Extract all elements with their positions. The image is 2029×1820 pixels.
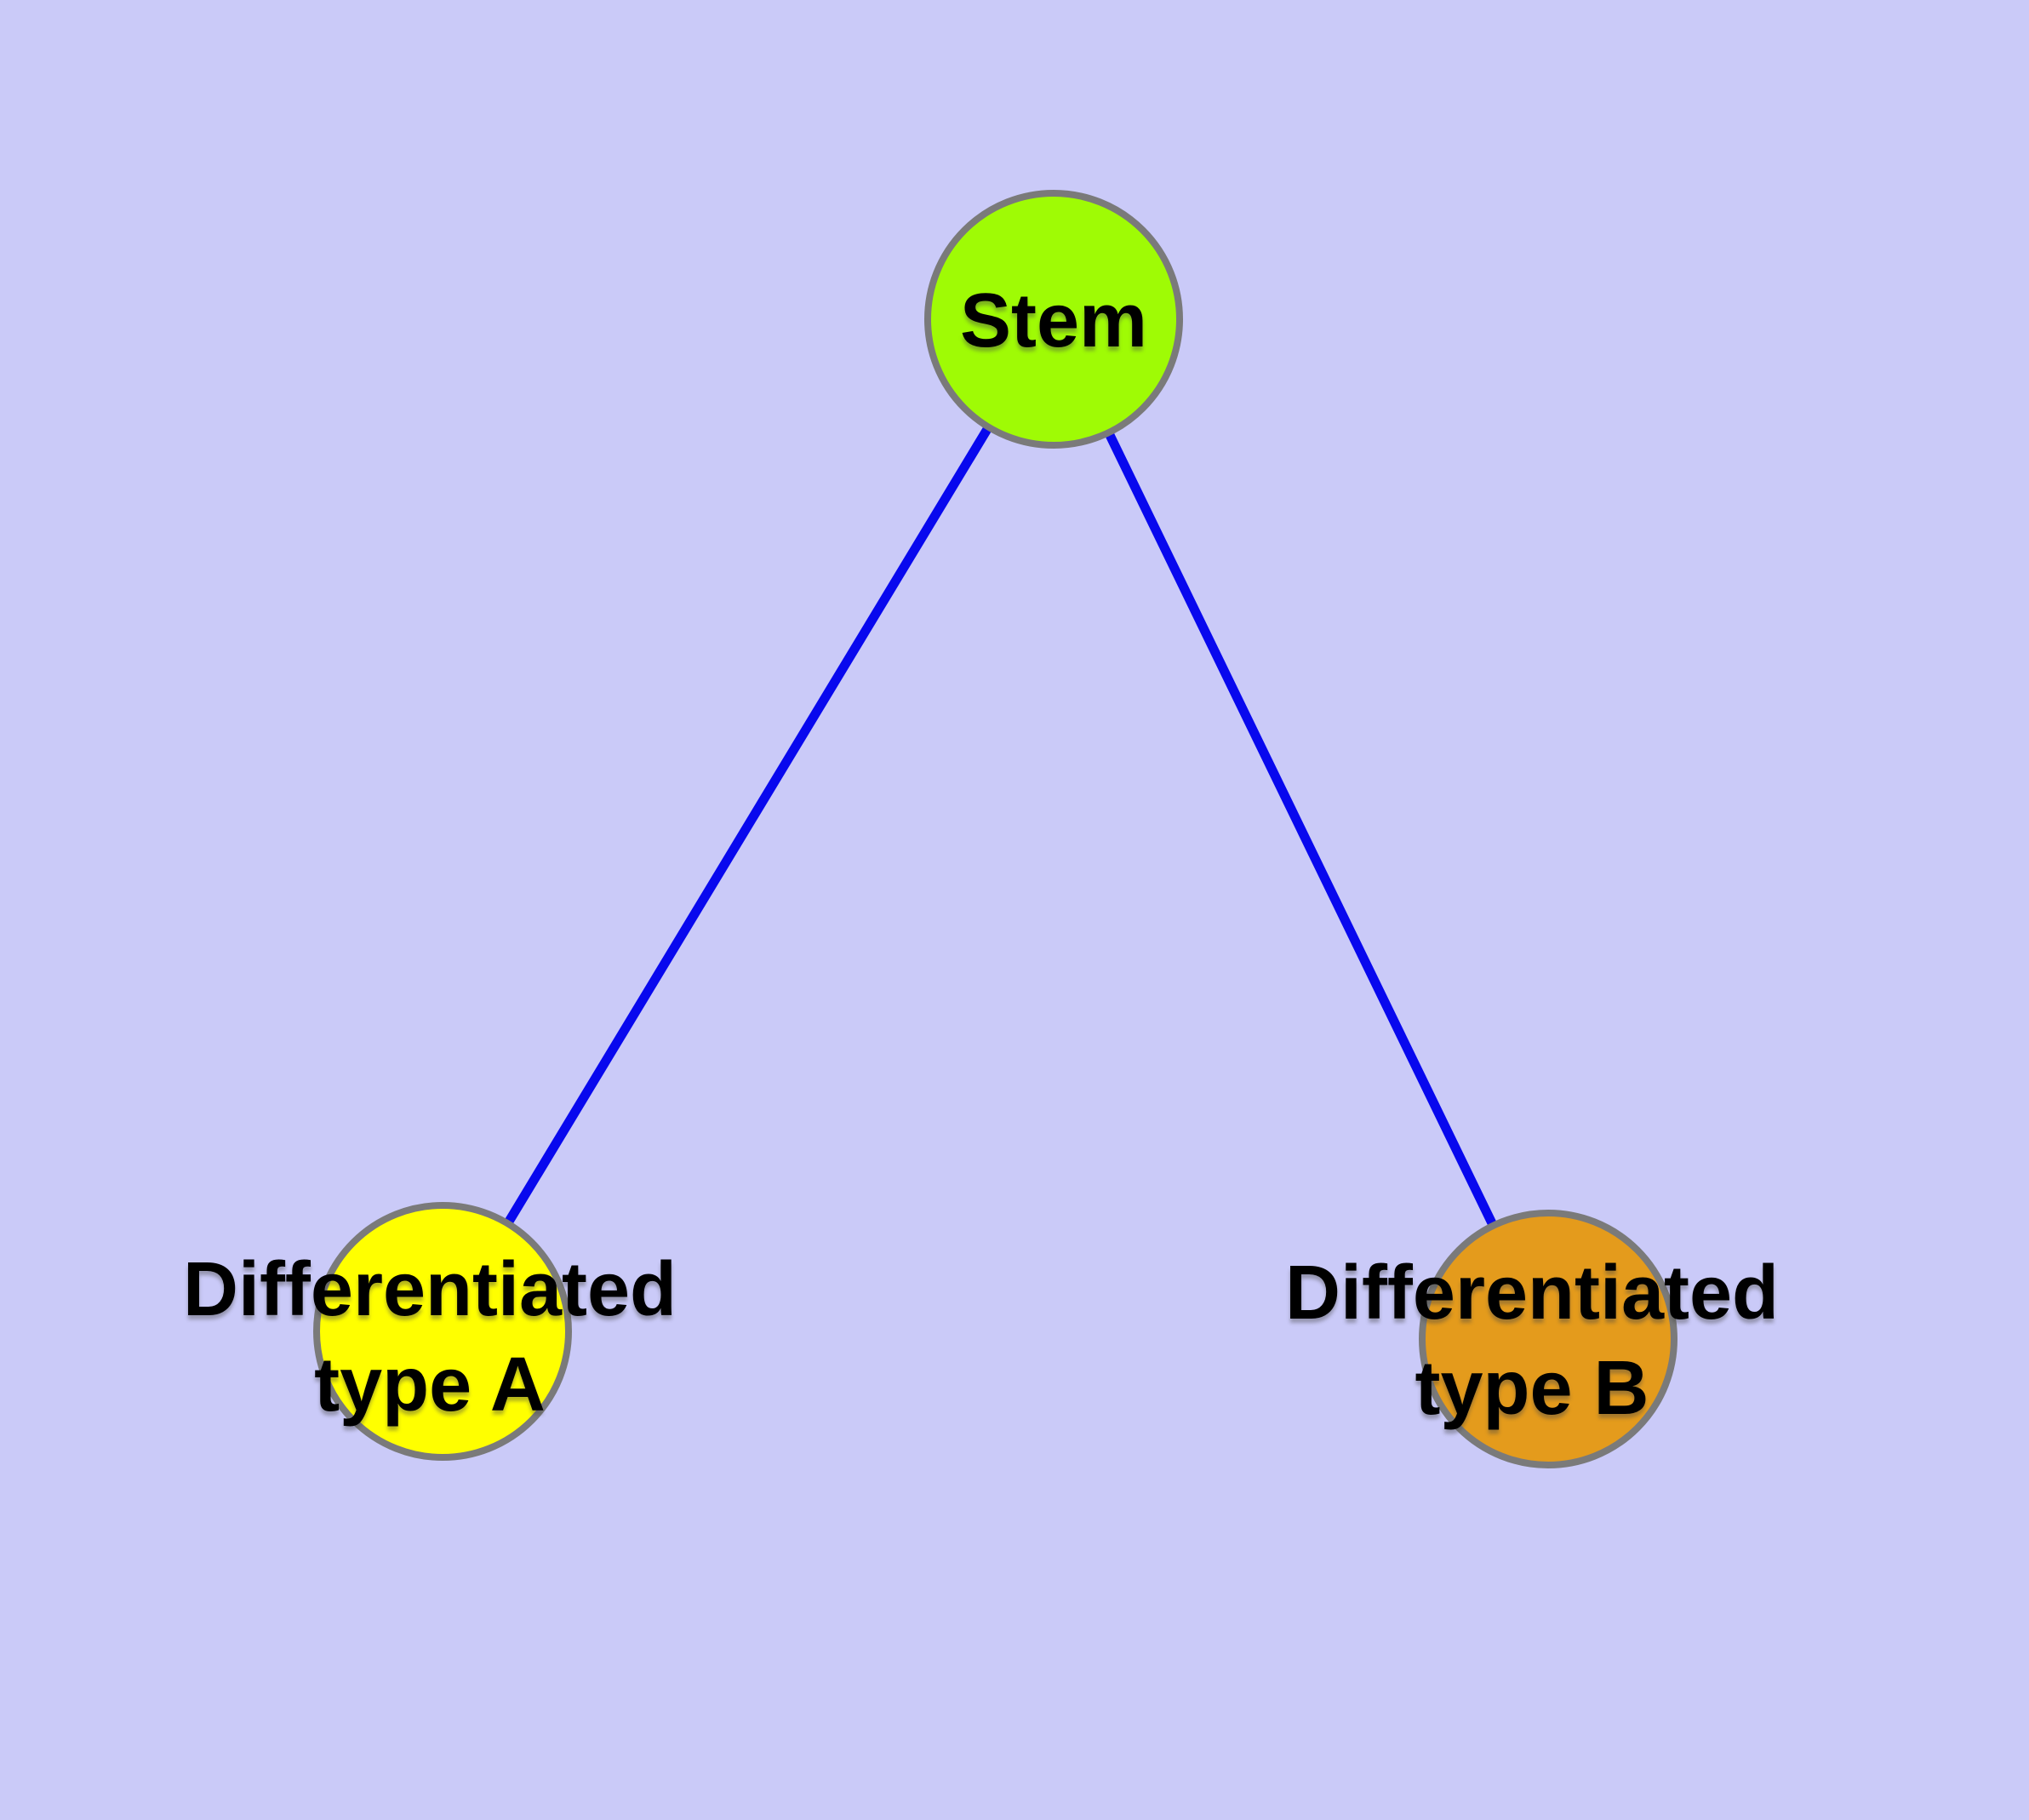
edge-stem-to-type-b (1049, 314, 1553, 1344)
node-type-b-label-line-2: type B (1415, 1346, 1649, 1431)
node-type-b-label-line-1: Differentiated (1285, 1251, 1779, 1336)
node-type-a-label-line-1: Differentiated (183, 1247, 677, 1332)
edge-stem-to-type-a (437, 314, 1059, 1336)
node-stem-circle (924, 190, 1183, 449)
label-layer: Stem Differentiated type A Differentiate… (183, 278, 1779, 1431)
node-layer (313, 190, 1677, 1468)
node-type-b-circle (1419, 1210, 1677, 1468)
node-type-a-label-line-2: type A (314, 1342, 546, 1428)
node-type-a-circle (313, 1202, 572, 1461)
node-stem-label: Stem (960, 278, 1147, 363)
edge-layer (437, 314, 1553, 1344)
